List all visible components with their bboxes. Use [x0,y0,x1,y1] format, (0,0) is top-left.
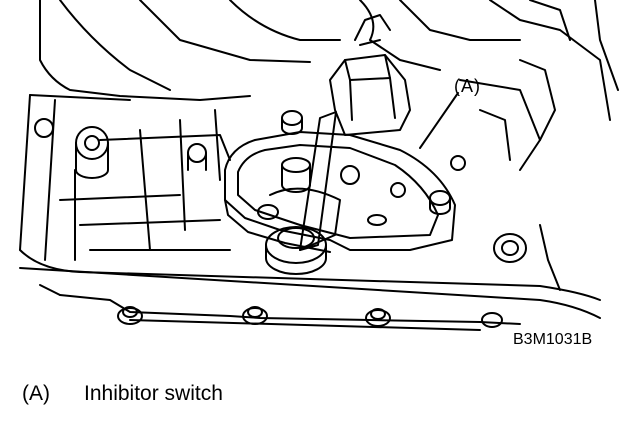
transmission-illustration [19,0,619,331]
lower-case-ribs [19,249,601,331]
selector-lever [265,111,341,275]
inhibitor-switch [224,131,466,253]
figure-code: B3M1031B [513,331,593,348]
callout-label-a: (A) [454,76,481,96]
lower-bolt-row [117,306,503,328]
legend-key: (A) [22,382,50,405]
frame-lines [19,94,231,261]
harness-connector [329,14,459,149]
legend-text: Inhibitor switch [84,382,223,405]
switch-mount-bolts [257,110,561,291]
side-bosses [34,118,207,179]
legend-item: (A) Inhibitor switch [22,382,223,406]
housing-outline [39,0,619,171]
